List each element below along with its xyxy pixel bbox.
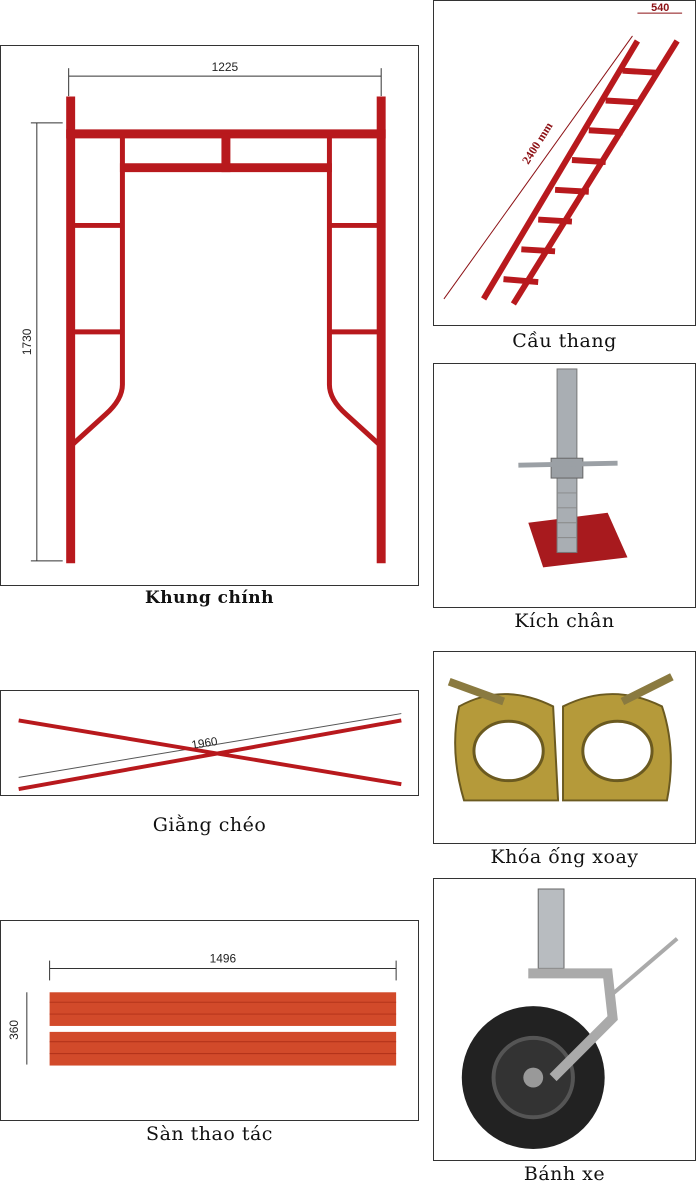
caster-wheel-image — [433, 878, 696, 1161]
main-frame-drawing: 1225 1730 — [20, 60, 386, 564]
ladder-image: 540 2400 mm — [433, 0, 696, 326]
ladder-drawing: 540 2400 mm — [443, 2, 683, 306]
base-jack-image — [433, 363, 696, 608]
caster-wheel-drawing — [461, 888, 679, 1150]
base-jack-drawing — [518, 368, 628, 568]
platform-caption: Sàn thao tác — [146, 1123, 273, 1145]
ladder-caption: Cầu thang — [512, 330, 617, 352]
cross-brace-caption: Giằng chéo — [152, 814, 267, 836]
platform-length-label: 1496 — [210, 952, 237, 966]
swivel-coupler-drawing — [447, 673, 674, 802]
platform-drawing: 1496 360 — [7, 952, 397, 1066]
base-jack-caption: Kích chân — [514, 610, 615, 632]
main-frame-caption: Khung chính — [144, 588, 275, 608]
platform-image: 1496 360 — [0, 920, 419, 1121]
ladder-length-label: 2400 mm — [519, 120, 556, 167]
swivel-coupler-image — [433, 651, 696, 844]
platform-width-label: 360 — [7, 1020, 21, 1040]
cross-brace-image: 1960 — [0, 690, 419, 796]
brace-length-label: 1960 — [191, 735, 219, 752]
main-frame-image: 1225 1730 — [0, 45, 419, 586]
caster-wheel-caption: Bánh xe — [523, 1163, 606, 1185]
swivel-coupler-caption: Khóa ống xoay — [490, 846, 639, 868]
frame-width-label: 1225 — [212, 60, 239, 74]
ladder-width-label: 540 — [651, 2, 669, 14]
cross-brace-drawing: 1960 — [18, 713, 402, 792]
frame-height-label: 1730 — [20, 328, 34, 355]
